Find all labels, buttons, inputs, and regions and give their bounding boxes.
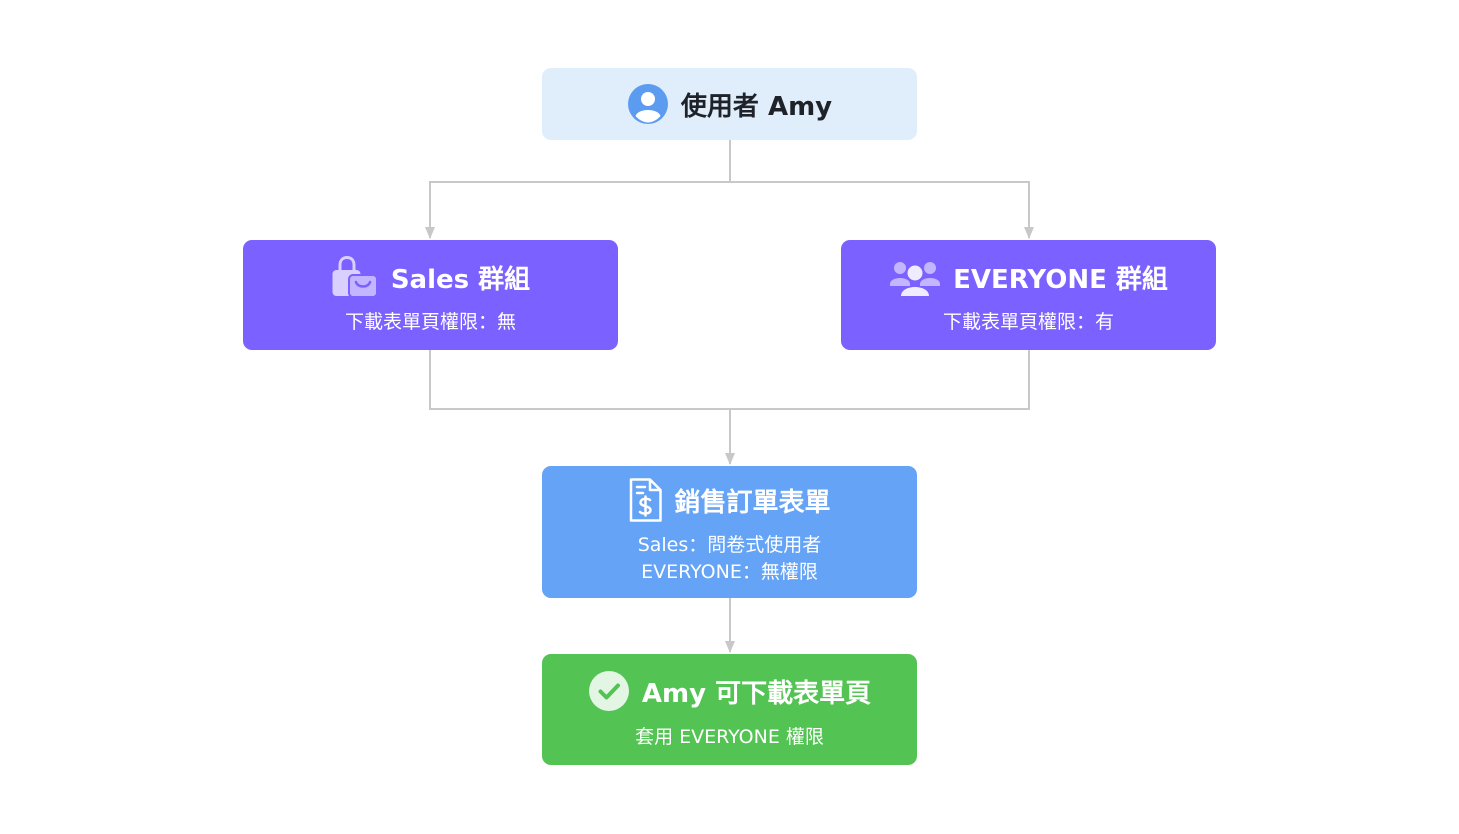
connector-split-to-sales [425,181,730,239]
everyone-group-node: EVERYONE 群組 下載表單頁權限：有 [841,240,1216,350]
invoice-document-icon [628,478,663,522]
check-circle-icon [588,670,630,712]
result-title: Amy 可下載表單頁 [641,678,872,709]
everyone-group-permission: 下載表單頁權限：有 [942,311,1114,333]
everyone-group-title: EVERYONE 群組 [953,264,1168,295]
form-everyone-permission: EVERYONE：無權限 [641,561,818,583]
shopping-bag-icon [331,256,379,298]
sales-group-title-row: Sales 群組 [331,256,530,298]
form-title-row: 銷售訂單表單 [628,478,831,522]
connector-split-to-everyone [730,181,1034,239]
connector-everyone-to-merge [730,350,1030,410]
everyone-group-title-row: EVERYONE 群組 [889,256,1168,298]
sales-group-title: Sales 群組 [390,264,531,295]
form-sales-permission: Sales：問卷式使用者 [637,534,822,556]
people-group-icon [889,256,941,298]
user-node-title-row: 使用者 Amy [627,83,832,125]
connector-sales-to-merge [429,350,730,410]
user-avatar-icon [627,83,669,125]
sales-order-form-node: 銷售訂單表單 Sales：問卷式使用者 EVERYONE：無權限 [542,466,917,598]
result-title-row: Amy 可下載表單頁 [588,670,871,712]
user-node-title: 使用者 Amy [680,91,833,122]
sales-group-node: Sales 群組 下載表單頁權限：無 [243,240,618,350]
result-note: 套用 EVERYONE 權限 [635,726,824,748]
user-node: 使用者 Amy [542,68,917,140]
form-title: 銷售訂單表單 [674,487,831,518]
result-node: Amy 可下載表單頁 套用 EVERYONE 權限 [542,654,917,765]
sales-group-permission: 下載表單頁權限：無 [344,311,516,333]
